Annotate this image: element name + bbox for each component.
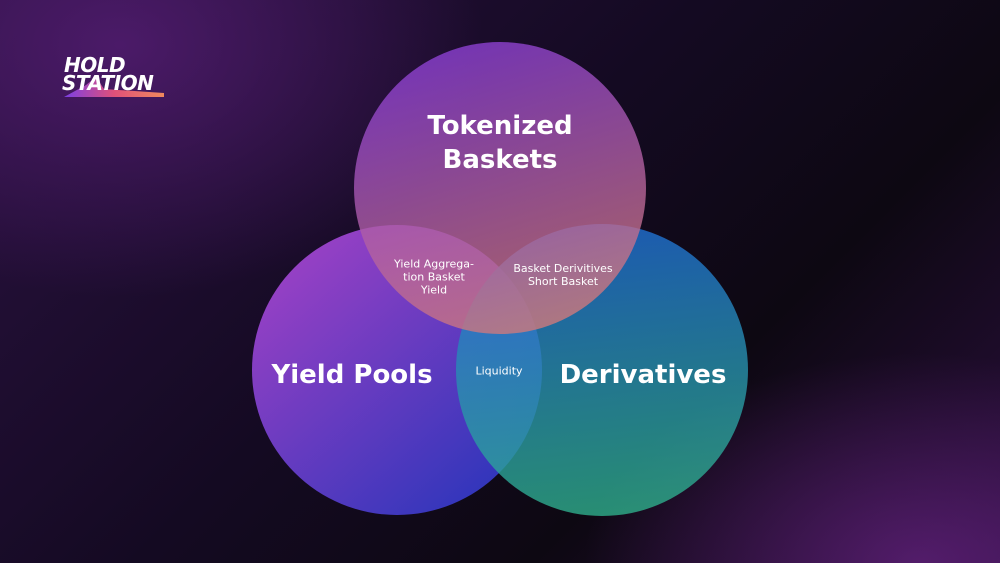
label-tokenized-baskets: Tokenized Baskets [427, 111, 573, 175]
holdstation-logo: HOLD STATION [60, 55, 170, 105]
label-derivatives: Derivatives [559, 360, 727, 390]
label-yield-pools: Yield Pools [271, 360, 433, 390]
logo-text-station: STATION [62, 71, 154, 95]
label-intersection-left-right: Liquidity [475, 364, 523, 378]
circle-tokenized-baskets [354, 42, 646, 334]
label-intersection-top-left: Yield Aggrega- tion Basket Yield [394, 257, 474, 297]
logo-text-hold: HOLD [64, 53, 126, 77]
label-intersection-top-right: Basket Derivitives Short Basket [513, 262, 613, 288]
logo-swoosh-icon [64, 77, 164, 97]
